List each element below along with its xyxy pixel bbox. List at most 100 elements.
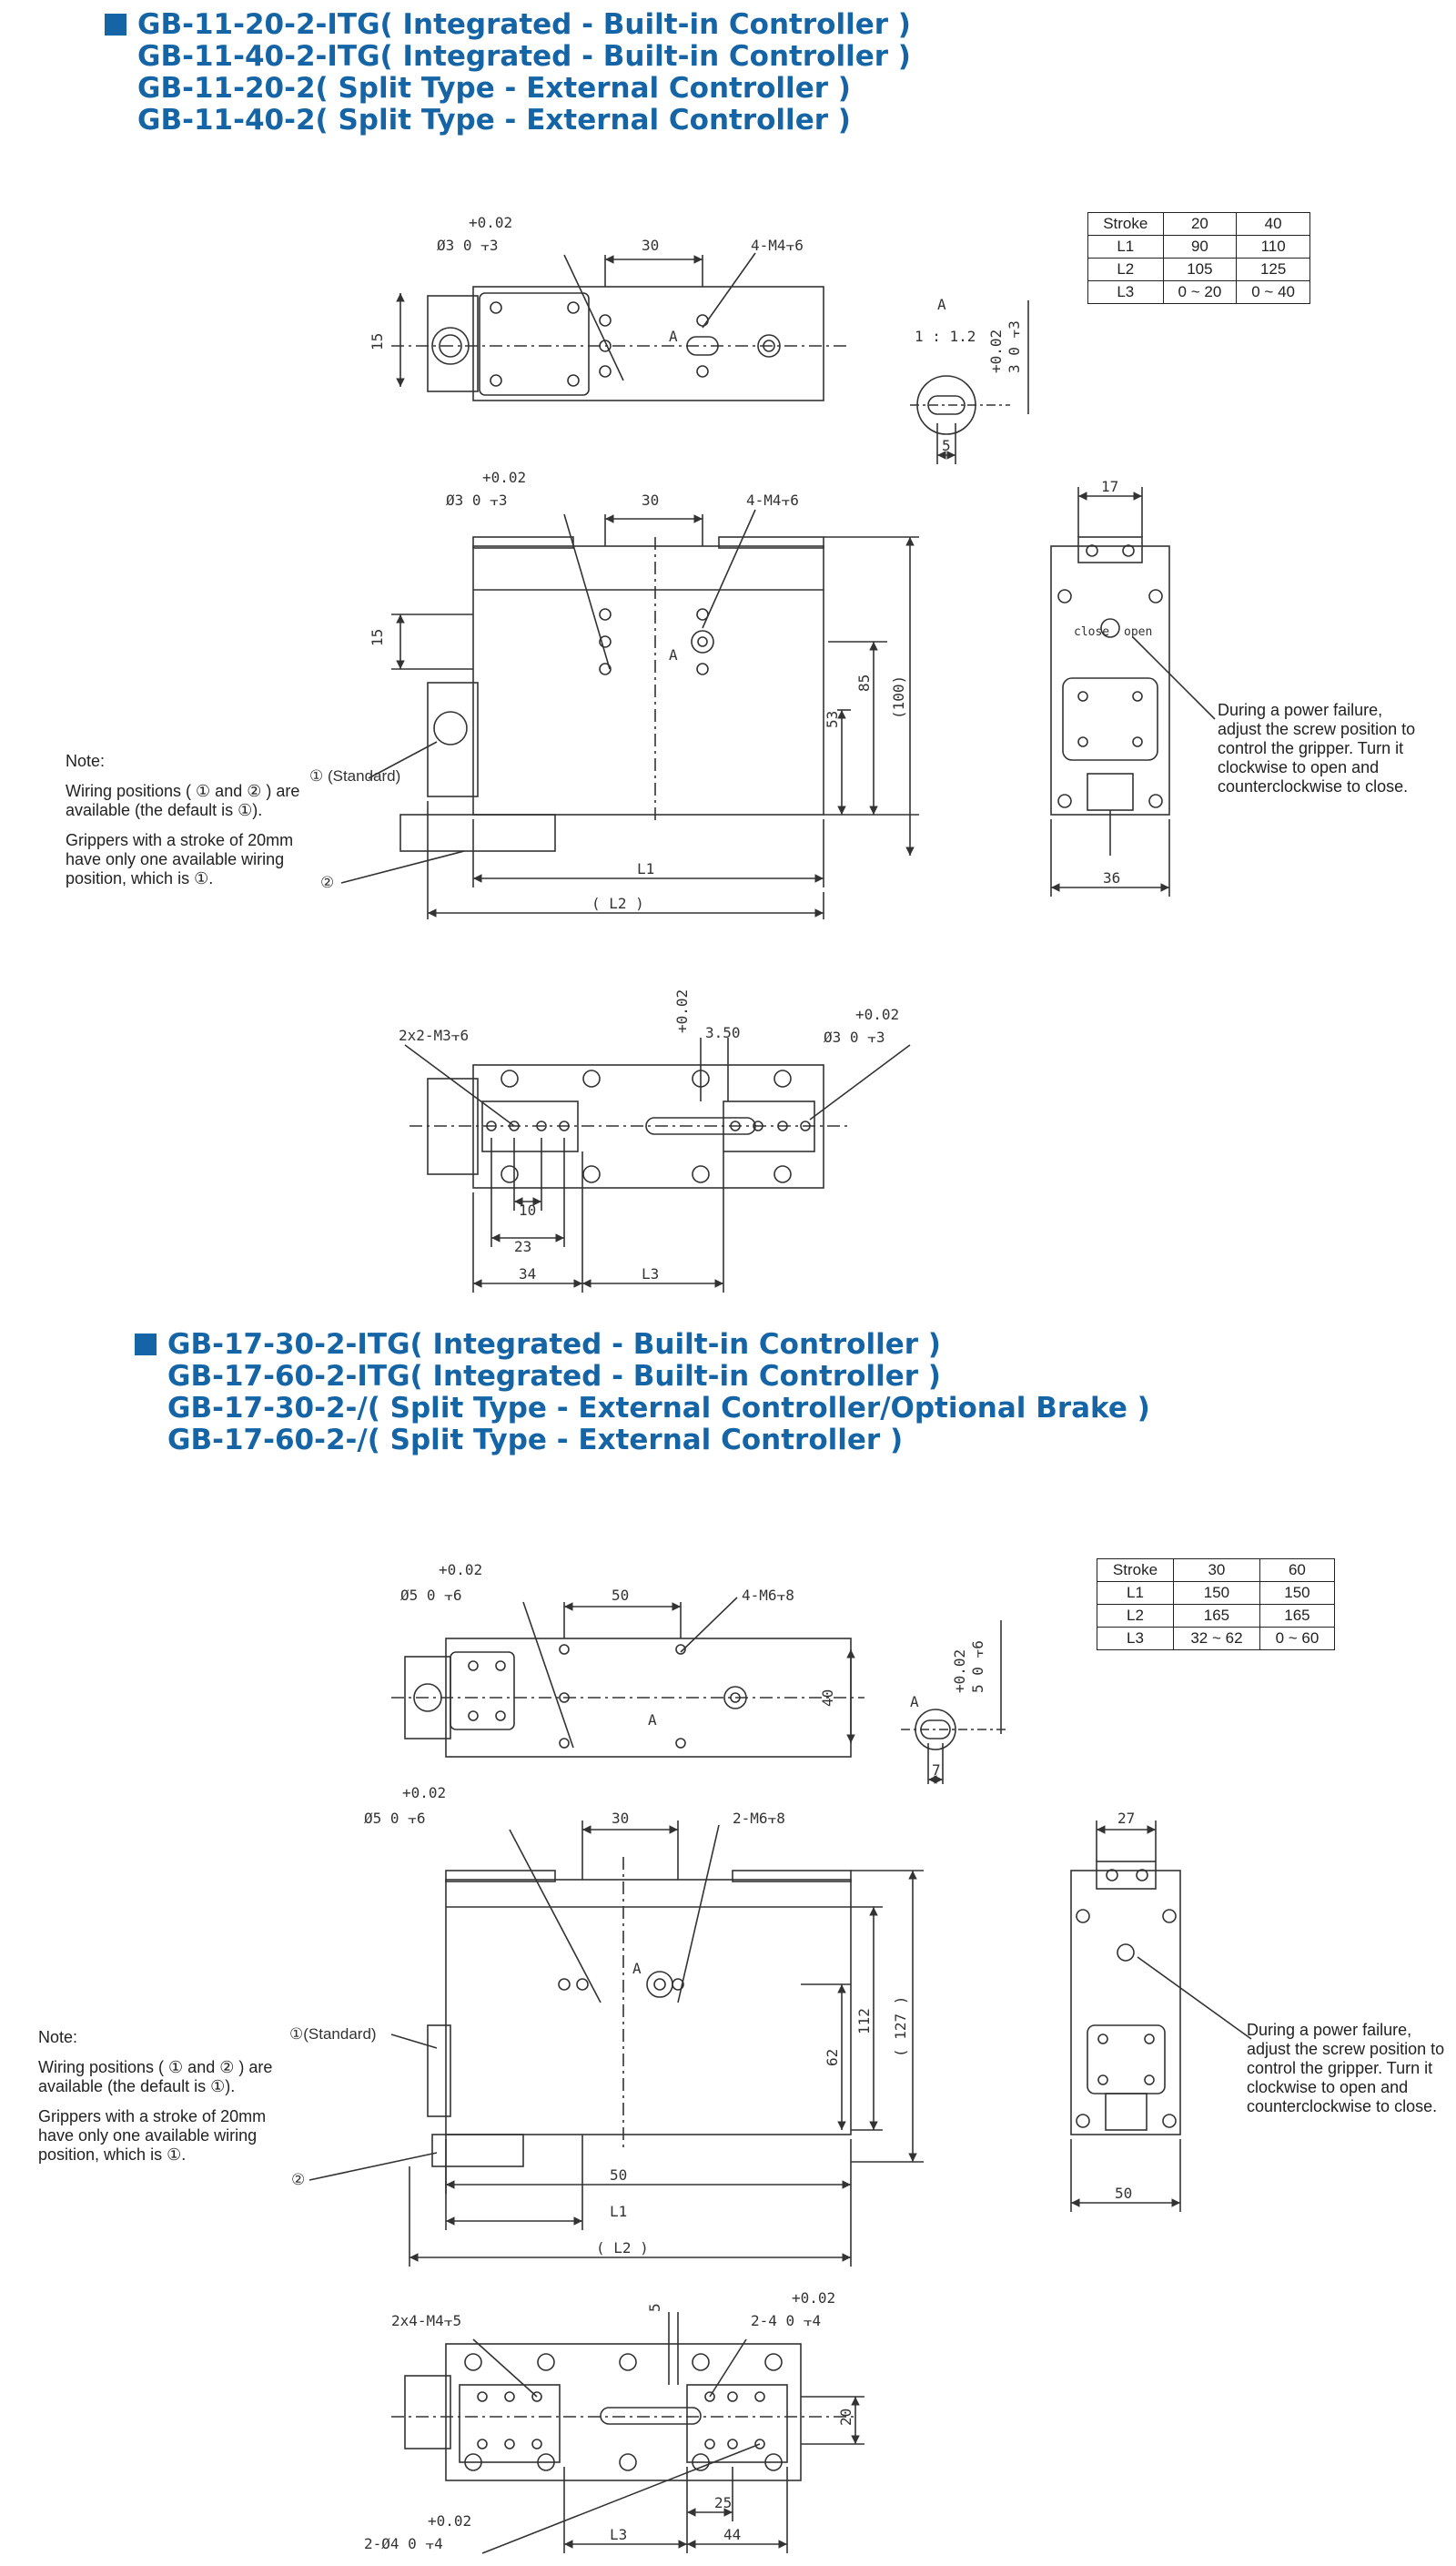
s2-dim50-c: 50 (1115, 2185, 1132, 2202)
s1-power-failure-note: During a power failure, adjust the screw… (1218, 701, 1416, 796)
note-heading: Note: (38, 2028, 78, 2046)
table-row: Stroke 20 40 (1087, 212, 1310, 236)
section1-title: GB-11-20-2-ITG( Integrated - Built-in Co… (105, 9, 911, 137)
table-cell: L1 (1087, 235, 1164, 259)
s2-dim44: 44 (723, 2526, 741, 2543)
s1-dim30-a: 30 (642, 237, 659, 254)
s1-L3: L3 (642, 1265, 659, 1283)
s2-tol-4: +0.02 (792, 2289, 835, 2307)
s1-tol-5: +0.02 (855, 1006, 899, 1023)
s2-title-2: GB-17-60-2-ITG( Integrated - Built-in Co… (167, 1360, 941, 1393)
s1-detail-a (910, 300, 1029, 464)
table-cell: 165 (1172, 1604, 1260, 1628)
table-row: L1 150 150 (1097, 1581, 1336, 1605)
s1-L2: ( L2 ) (592, 895, 644, 912)
s2-spec-table: Stroke 30 60 L1 150 150 L2 165 165 L3 32… (1097, 1558, 1336, 1650)
s2-dim112: 112 (855, 2008, 873, 2034)
table-cell: 90 (1162, 235, 1238, 259)
s1-dim10: 10 (519, 1202, 536, 1219)
s1-a-3: A (669, 646, 678, 664)
table-cell: 60 (1259, 1558, 1336, 1582)
table-row: L3 0 ~ 20 0 ~ 40 (1087, 280, 1310, 304)
note-stroke: Grippers with a stroke of 20mm have only… (38, 2107, 267, 2164)
s2-dim40: 40 (819, 1689, 836, 1707)
s1-dim15-b: 15 (369, 629, 386, 646)
note-stroke: Grippers with a stroke of 20mm have only… (66, 831, 294, 887)
s1-dim17: 17 (1101, 478, 1118, 495)
note-wiring: Wiring positions ( ① and ② ) are availab… (66, 782, 300, 819)
s1-front-view (340, 509, 919, 919)
s1-close: close (1074, 625, 1109, 639)
s1-title-2: GB-11-40-2-ITG( Integrated - Built-in Co… (137, 40, 911, 73)
s2-tol-5: +0.02 (428, 2512, 471, 2530)
s2-pos2-label: ② (291, 2171, 305, 2188)
s1-dim53: 53 (824, 711, 841, 728)
s2-dim50-b: 50 (610, 2166, 627, 2184)
s2-dim7: 7 (932, 1761, 941, 1779)
table-cell: L1 (1097, 1581, 1174, 1605)
table-cell: L3 (1097, 1627, 1174, 1650)
s1-title-4: GB-11-40-2( Split Type - External Contro… (137, 104, 851, 137)
s2-tol-3: +0.02 (402, 1784, 446, 1801)
s1-dim15-a: 15 (369, 333, 386, 350)
section2-title: GB-17-30-2-ITG( Integrated - Built-in Co… (135, 1329, 1150, 1456)
note-wiring: Wiring positions ( ① and ② ) are availab… (38, 2058, 273, 2095)
table-cell: Stroke (1087, 212, 1164, 236)
s1-scale: 1 : 1.2 (915, 328, 976, 345)
s2-hole-2: Ø5 0 ⫟6 (364, 1810, 426, 1827)
s1-note: Note: Wiring positions ( ① and ② ) are a… (66, 752, 320, 899)
table-cell: L3 (1087, 280, 1164, 304)
s1-dim100: (100) (890, 675, 907, 719)
s1-standard-label: ① (Standard) (309, 767, 400, 785)
s1-dim30-b: 30 (642, 492, 659, 509)
table-cell: 110 (1236, 235, 1310, 259)
s2-side-view (1070, 1821, 1252, 2212)
s2-hole-1: Ø5 0 ⫟6 (400, 1587, 462, 1604)
s1-m4-a: 4-M4⫟6 (751, 237, 804, 254)
s1-L1: L1 (637, 860, 654, 877)
table-cell: 105 (1162, 258, 1238, 281)
s2-m6-a: 4-M6⫟8 (742, 1587, 794, 1604)
table-cell: 0 ~ 20 (1162, 280, 1238, 304)
title-bullet-icon (105, 14, 126, 35)
s1-tol-3: +0.02 (482, 469, 526, 486)
table-cell: 150 (1172, 1581, 1260, 1605)
table-row: Stroke 30 60 (1097, 1558, 1336, 1582)
s1-top-view (391, 252, 851, 401)
s2-front-view (308, 1821, 924, 2267)
s1-dim34: 34 (519, 1265, 536, 1283)
s2-title-4: GB-17-60-2-/( Split Type - External Cont… (167, 1424, 904, 1456)
table-cell: L2 (1097, 1604, 1174, 1628)
s2-standard-label: ①(Standard) (289, 2025, 377, 2043)
s2-a-1: A (648, 1711, 657, 1729)
s2-L2: ( L2 ) (596, 2239, 649, 2257)
table-cell: Stroke (1097, 1558, 1174, 1582)
s1-dim350: 3.50 (705, 1024, 741, 1041)
table-cell: 0 ~ 60 (1259, 1627, 1336, 1650)
s1-m4-b: 4-M4⫟6 (746, 492, 799, 509)
s1-hole-3: Ø3 0 ⫟3 (824, 1029, 885, 1046)
s2-dim27: 27 (1117, 1810, 1135, 1827)
s2-dim5v: 5 0 ⫟6 (969, 1640, 986, 1693)
s1-spec-table: Stroke 20 40 L1 90 110 L2 105 125 L3 0 ~… (1087, 212, 1310, 304)
table-row: L3 32 ~ 62 0 ~ 60 (1097, 1627, 1336, 1650)
s1-tol-4: +0.02 (673, 989, 691, 1033)
s1-dim23: 23 (514, 1238, 531, 1255)
s2-a-2: A (910, 1693, 919, 1710)
s2-hole-bot: 2-Ø4 0 ⫟4 (364, 2535, 443, 2552)
s2-m6-b: 2-M6⫟8 (733, 1810, 785, 1827)
s1-title-1: GB-11-20-2-ITG( Integrated - Built-in Co… (137, 8, 911, 41)
s2-dim50-a: 50 (612, 1587, 629, 1604)
s2-m4: 2x4-M4⫟5 (391, 2312, 461, 2329)
s1-tol-1: +0.02 (469, 214, 512, 231)
s2-note: Note: Wiring positions ( ① and ② ) are a… (38, 2028, 293, 2176)
s1-side-view (1050, 487, 1216, 897)
s2-dim20: 20 (837, 2409, 854, 2426)
table-cell: 150 (1259, 1581, 1336, 1605)
s2-bottom-view (391, 2312, 864, 2554)
table-row: L2 105 125 (1087, 258, 1310, 281)
s1-dim36: 36 (1103, 869, 1120, 887)
s2-a-3: A (632, 1960, 642, 1977)
s2-top-view (391, 1597, 864, 1758)
